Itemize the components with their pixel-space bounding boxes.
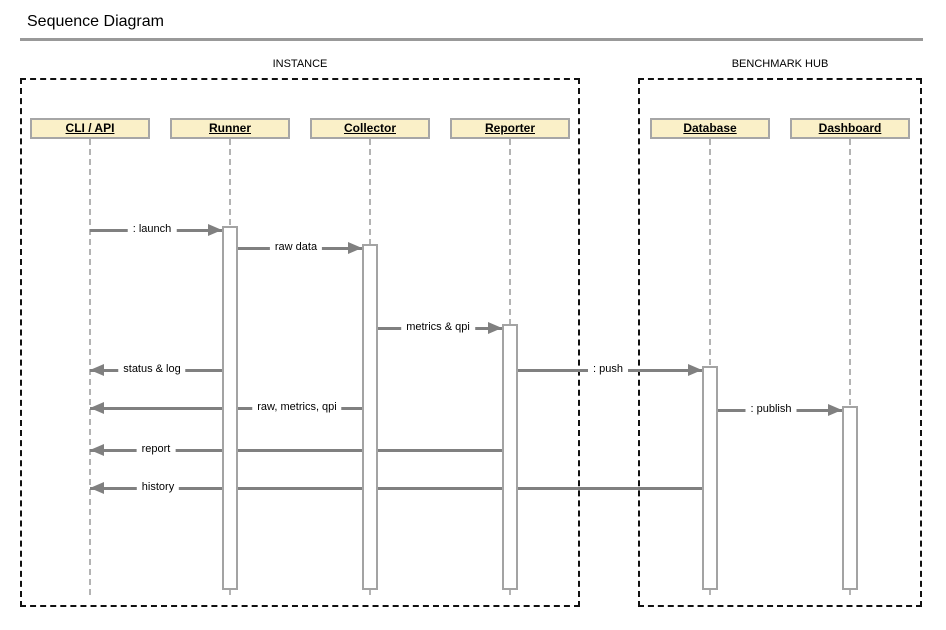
frame-label-benchmark-hub: BENCHMARK HUB	[731, 58, 829, 70]
message-label-7: report	[136, 441, 176, 458]
participant-dashboard: Dashboard	[790, 118, 910, 139]
message-label-3: status & log	[118, 361, 186, 378]
title-rule	[20, 38, 923, 41]
message-line-8	[90, 487, 702, 490]
arrow-left-icon	[90, 444, 104, 456]
participant-runner: Runner	[170, 118, 290, 139]
frame-instance	[20, 78, 580, 607]
activation-collector	[362, 244, 378, 590]
activation-reporter	[502, 324, 518, 590]
arrow-right-icon	[488, 322, 502, 334]
message-label-6: : publish	[745, 401, 797, 418]
activation-runner	[222, 226, 238, 590]
participant-database: Database	[650, 118, 770, 139]
participant-collector: Collector	[310, 118, 430, 139]
message-label-2: metrics & qpi	[401, 319, 475, 336]
message-label-5: raw, metrics, qpi	[252, 399, 342, 416]
arrow-right-icon	[208, 224, 222, 236]
activation-dashboard	[842, 406, 858, 590]
arrow-right-icon	[348, 242, 362, 254]
arrow-left-icon	[90, 482, 104, 494]
message-line-7	[90, 449, 502, 452]
message-label-1: raw data	[269, 239, 323, 256]
lifeline-dashboard	[849, 139, 851, 595]
frame-benchmark-hub	[638, 78, 922, 607]
message-label-8: history	[136, 479, 180, 496]
arrow-left-icon	[90, 364, 104, 376]
arrow-left-icon	[90, 402, 104, 414]
activation-database	[702, 366, 718, 590]
arrow-right-icon	[828, 404, 842, 416]
page-title: Sequence Diagram	[27, 13, 164, 30]
participant-cli-api: CLI / API	[30, 118, 150, 139]
message-label-4: : push	[588, 361, 628, 378]
message-label-0: : launch	[127, 221, 177, 238]
arrow-right-icon	[688, 364, 702, 376]
frame-label-instance: INSTANCE	[272, 58, 328, 70]
participant-reporter: Reporter	[450, 118, 570, 139]
